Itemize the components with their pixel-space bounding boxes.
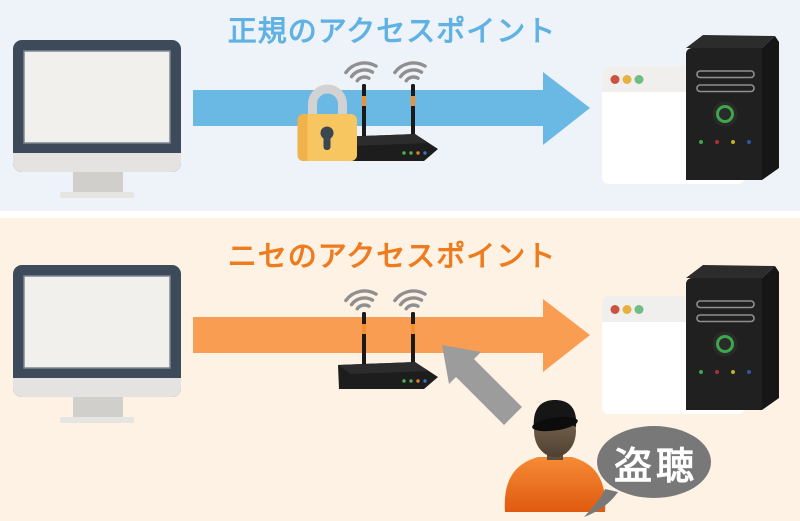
- server-tower-icon-top: [684, 33, 781, 182]
- server-tower-icon-bottom: [684, 263, 781, 412]
- attacker-person-icon: [504, 400, 606, 512]
- fake-access-point-title: ニセのアクセスポイント: [227, 241, 557, 273]
- speech-bubble: [584, 426, 711, 517]
- fake-data-flow-arrow: [193, 299, 590, 372]
- eavesdropping-label: 盗聴: [613, 445, 698, 488]
- attacker-interception-arrow: [442, 345, 522, 425]
- gold-padlock-icon: [297, 84, 357, 161]
- legit-data-flow-arrow: [193, 72, 590, 145]
- legitimate-access-point-title: 正規のアクセスポイント: [227, 16, 557, 48]
- desktop-computer-icon-bottom: [12, 264, 182, 424]
- desktop-computer-icon-top: [12, 39, 182, 199]
